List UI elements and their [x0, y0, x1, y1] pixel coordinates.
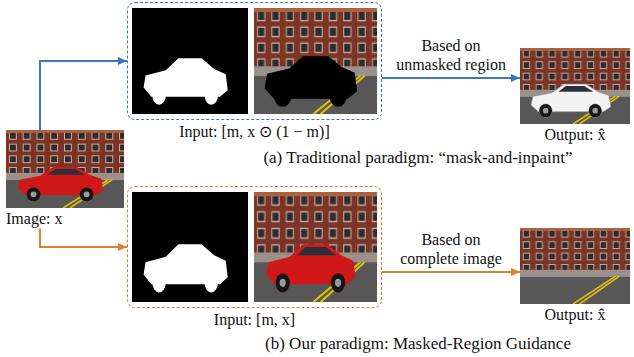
mask-image [132, 8, 248, 114]
street-scene [520, 228, 630, 304]
output-photo [520, 228, 630, 304]
white-car [531, 84, 611, 117]
mask-shape [144, 244, 228, 292]
image-panel: Image: x [6, 130, 124, 228]
flow-arrow [40, 228, 127, 247]
mask-image [132, 192, 248, 302]
image-panel: Output: x̂ [520, 228, 630, 324]
complete-photo [254, 192, 377, 302]
mask-ground [132, 192, 248, 302]
red-car [266, 244, 355, 292]
masked-photo [254, 8, 377, 114]
mask-shape [144, 58, 228, 104]
input-photo [6, 130, 124, 208]
car-wheels [539, 86, 601, 117]
image-label: Output: x̂ [520, 126, 630, 144]
car-wheels [276, 247, 346, 292]
arrow-label: Based on complete image [391, 231, 511, 268]
red-car [18, 167, 104, 201]
arrow-label: Based on unmasked region [391, 37, 511, 74]
input-label: Input: [m, x] [128, 311, 381, 329]
flow-arrow [40, 61, 127, 130]
subfigure-caption: (b) Our paradigm: Masked-Region Guidance [265, 334, 571, 354]
flow-arrow [382, 271, 520, 273]
image-label: Output: x̂ [520, 306, 630, 324]
mask-ground [132, 8, 248, 114]
street-scene [254, 8, 377, 114]
subfigure-caption: (a) Traditional paradigm: “mask-and-inpa… [263, 148, 572, 168]
output-photo [520, 48, 630, 124]
input-panel: Input: [m, x ⊙ (1 − m)] [127, 2, 382, 120]
masked-region [266, 58, 355, 104]
street-scene [520, 48, 630, 124]
flow-arrow [382, 77, 520, 79]
image-panel: Output: x̂ [520, 48, 630, 144]
car-wheels [27, 169, 94, 201]
input-panel: Input: [m, x] [127, 186, 382, 308]
street-scene [254, 192, 377, 302]
image-label: Image: x [6, 210, 124, 228]
street-scene [6, 130, 124, 208]
input-label: Input: [m, x ⊙ (1 − m)] [128, 123, 381, 141]
